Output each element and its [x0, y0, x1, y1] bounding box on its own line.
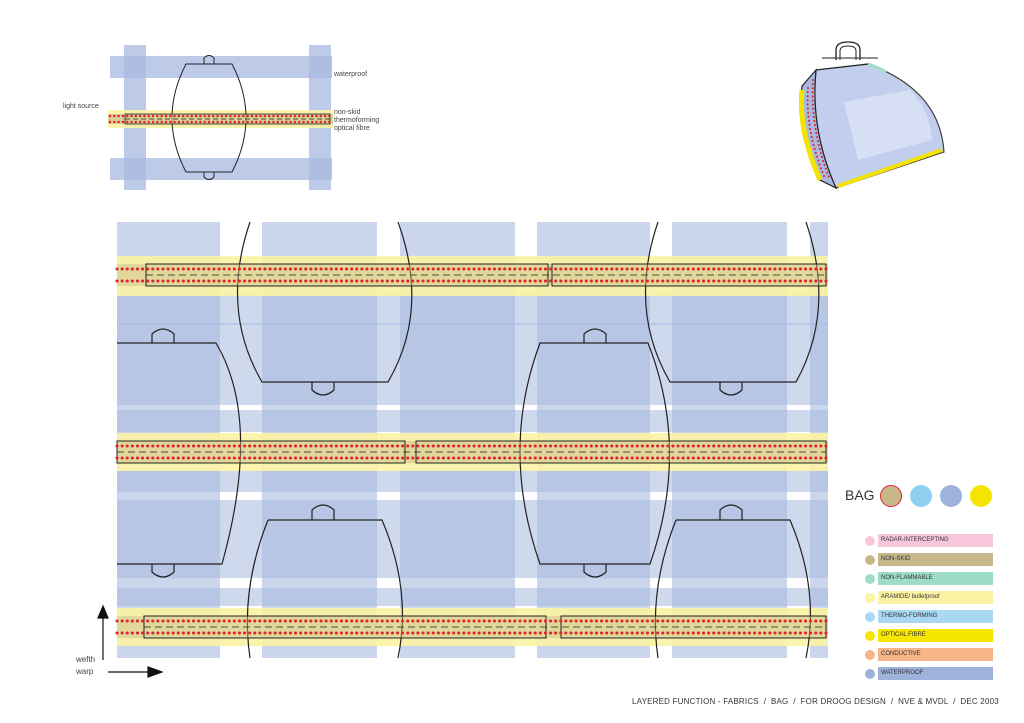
non-skid-label: non-skid — [334, 109, 361, 116]
fibre-band-3 — [115, 615, 830, 639]
legend-bar: THERMO-FORMING — [878, 610, 993, 623]
legend-bar: NON-FLAMMABLE — [878, 572, 993, 585]
footer-credit: LAYERED FUNCTION - FABRICS / BAG / FOR D… — [632, 697, 999, 706]
legend-item-conductive: CONDUCTIVE — [865, 648, 995, 661]
optical-fibre-label: optical fibre — [334, 125, 370, 132]
legend-item-optical-fibre: OPTICAL FIBRE — [865, 629, 995, 642]
thermoforming-label: thermoforming — [334, 117, 380, 124]
legend-bar: NON-SKID — [878, 553, 993, 566]
legend-dot — [865, 612, 875, 622]
legend-dot — [865, 593, 875, 603]
legend-item-radar: RADAR-INTERCEPTING — [865, 534, 995, 547]
legend-dot — [865, 536, 875, 546]
warp-label: warp — [76, 667, 94, 676]
swatch-optical-fibre — [970, 485, 992, 507]
legend-item-thermo-forming: THERMO-FORMING — [865, 610, 995, 623]
swatch-thermo-forming — [910, 485, 932, 507]
swatch-non-skid — [880, 485, 902, 507]
light-source-label: light source — [63, 103, 99, 110]
direction-arrows — [97, 604, 164, 678]
bag-outlines — [117, 221, 820, 659]
legend-item-non-skid: NON-SKID — [865, 553, 995, 566]
legend-bar: ARAMIDE/ bulletproof — [878, 591, 993, 604]
legend-dot — [865, 631, 875, 641]
legend-dot — [865, 555, 875, 565]
legend-bar: WATERPROOF — [878, 667, 993, 680]
swatch-waterproof — [940, 485, 962, 507]
fibre-band-2 — [115, 440, 830, 464]
wefth-label: wefth — [76, 655, 96, 664]
bag-3d-illustration — [798, 41, 945, 190]
bag-swatches — [880, 484, 1000, 510]
bag-swatch-label: BAG — [845, 487, 875, 503]
waterproof-label: waterproof — [334, 71, 368, 78]
legend-bar: CONDUCTIVE — [878, 648, 993, 661]
legend-dot — [865, 650, 875, 660]
legend-bar: OPTICAL FIBRE — [878, 629, 993, 642]
legend-item-non-flammable: NON-FLAMMABLE — [865, 572, 995, 585]
small-fabric-diagram — [108, 45, 333, 190]
fibre-band-1 — [115, 263, 830, 287]
legend-dot — [865, 669, 875, 679]
legend-dot — [865, 574, 875, 584]
legend-bar: RADAR-INTERCEPTING — [878, 534, 993, 547]
legend-item-aramide: ARAMIDE/ bulletproof — [865, 591, 995, 604]
legend-item-waterproof: WATERPROOF — [865, 667, 995, 680]
